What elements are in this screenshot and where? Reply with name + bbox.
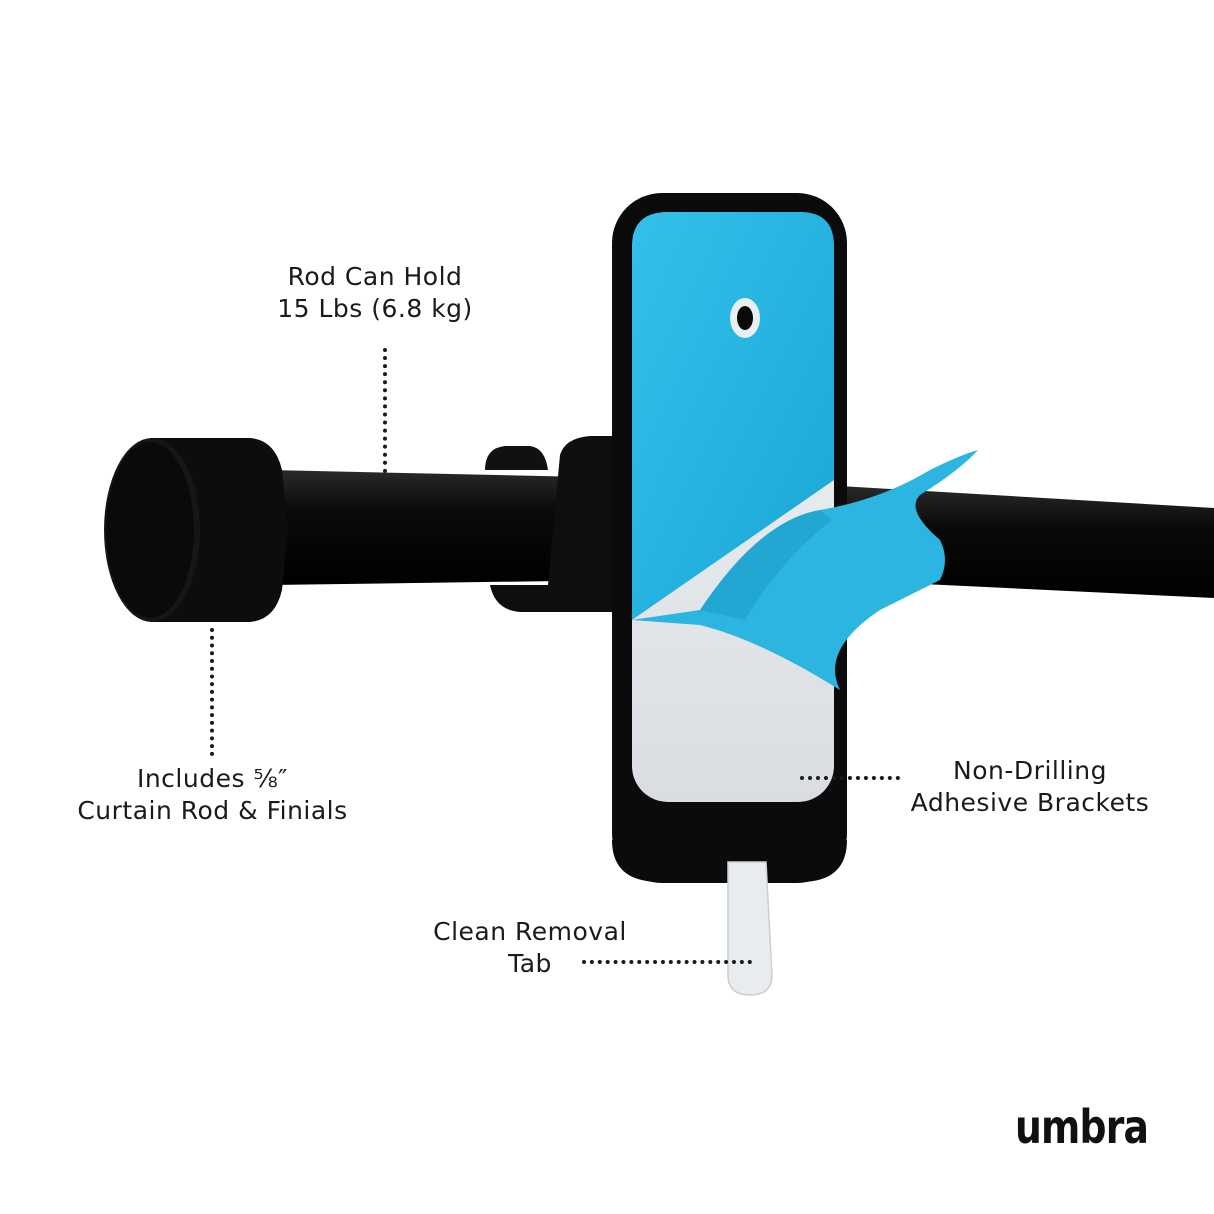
removal-tab-line2: Tab: [508, 949, 552, 978]
includes-leader: [210, 628, 214, 756]
removal-tab-line1: Clean Removal: [433, 917, 627, 946]
adhesive-line1: Non-Drilling: [953, 756, 1107, 785]
adhesive-leader: [800, 776, 900, 780]
rod-capacity-line1: Rod Can Hold: [287, 262, 463, 291]
adhesive-bracket: [612, 193, 978, 996]
includes-label: Includes ⅝″ Curtain Rod & Finials: [50, 763, 375, 827]
rod-capacity-label: Rod Can Hold 15 Lbs (6.8 kg): [230, 261, 520, 325]
removal-tab-label: Clean Removal Tab: [410, 916, 650, 980]
includes-line2: Curtain Rod & Finials: [77, 796, 348, 825]
curtain-rod: [104, 438, 1214, 622]
includes-line1: Includes ⅝″: [136, 764, 289, 793]
adhesive-label: Non-Drilling Adhesive Brackets: [890, 755, 1170, 819]
removal-tab: [727, 861, 773, 996]
adhesive-line2: Adhesive Brackets: [910, 788, 1150, 817]
rod-capacity-leader: [383, 348, 387, 473]
brand-logo: umbra: [1015, 1100, 1149, 1154]
rod-capacity-line2: 15 Lbs (6.8 kg): [277, 294, 473, 323]
bracket-hook: [485, 436, 632, 612]
removal-tab-leader: [582, 960, 752, 964]
finial: [104, 438, 288, 622]
